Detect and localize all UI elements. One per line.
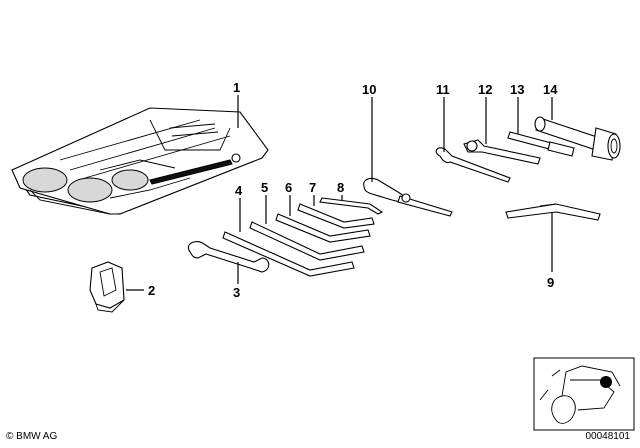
hex-key-part-8[interactable] [319, 197, 384, 215]
offset-rod-part-12[interactable] [463, 139, 541, 165]
callout-11: 11 [436, 82, 450, 97]
callout-5: 5 [261, 180, 268, 195]
hex-key-part-7[interactable] [297, 203, 375, 229]
callout-4: 4 [235, 183, 243, 198]
callout-13: 13 [510, 82, 524, 97]
callout-12: 12 [478, 82, 492, 97]
box-spanner-part-14[interactable] [534, 116, 621, 161]
flat-tool-part-9[interactable] [505, 203, 601, 221]
hex-key-part-6[interactable] [275, 213, 371, 243]
callout-9: 9 [547, 275, 554, 290]
callout-2: 2 [148, 283, 155, 298]
hex-key-part-5[interactable] [249, 221, 365, 261]
clip-part-2[interactable] [89, 261, 125, 313]
diagram-id-label: 00048101 [585, 431, 631, 442]
callout-6: 6 [285, 180, 292, 195]
location-marker-icon [600, 376, 612, 388]
screwdriver-part-10[interactable] [363, 177, 453, 217]
callout-7: 7 [309, 180, 316, 195]
callout-8: 8 [337, 180, 344, 195]
hex-key-part-4[interactable] [222, 231, 355, 277]
callout-1: 1 [233, 80, 240, 95]
motorcycle-location-thumbnail [533, 357, 635, 431]
copyright-label: © BMW AG [6, 431, 58, 442]
hook-wrench-part-11[interactable] [435, 147, 511, 183]
tool-roll-part-1[interactable] [11, 107, 269, 215]
open-end-wrench-part-3[interactable] [187, 241, 270, 273]
callout-14: 14 [543, 82, 558, 97]
tommy-bar-part-13[interactable] [507, 131, 575, 157]
callout-10: 10 [362, 82, 376, 97]
callout-3: 3 [233, 285, 240, 300]
